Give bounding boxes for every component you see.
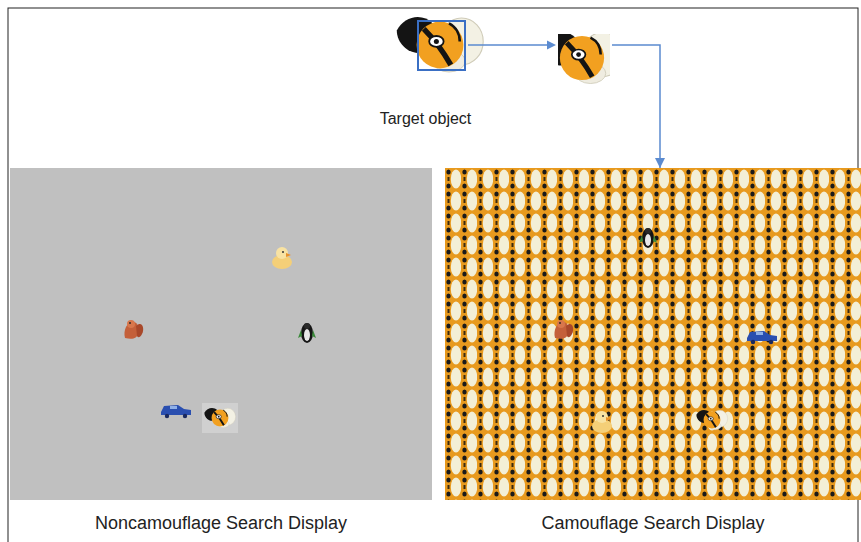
- display-caption: Noncamouflage Search Display: [95, 513, 347, 534]
- search-display: Camouflage Search Display: [445, 168, 861, 500]
- target-object: Target object: [383, 12, 468, 82]
- display-caption: Target object: [380, 110, 472, 128]
- flow-arrow: [468, 45, 660, 168]
- display-caption: Camouflage Search Display: [541, 513, 764, 534]
- search-display: Noncamouflage Search Display: [10, 168, 432, 500]
